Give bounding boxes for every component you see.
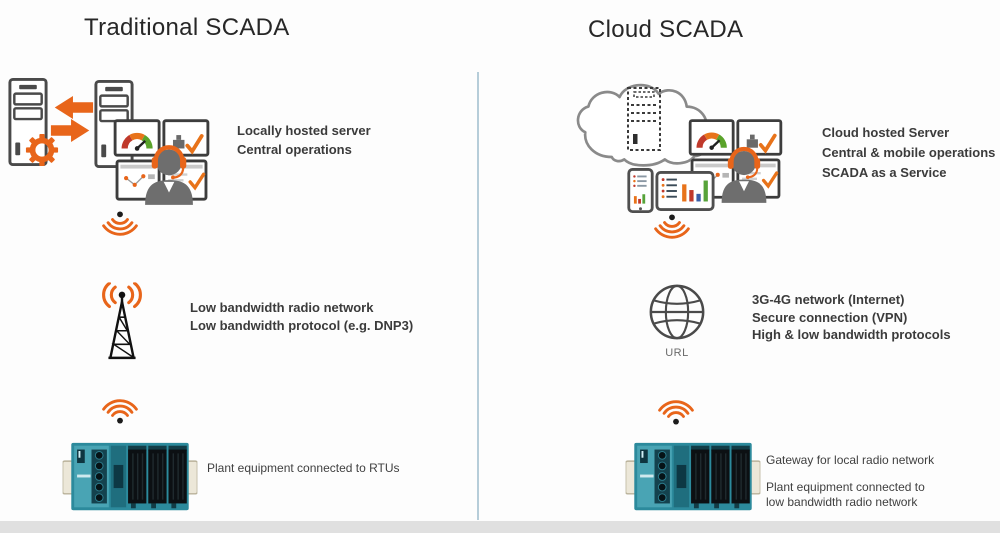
globe-icon bbox=[646, 281, 708, 343]
cloud-server-control-room-icon bbox=[576, 83, 798, 213]
wifi-up-icon bbox=[656, 389, 696, 427]
wifi-up-icon bbox=[100, 388, 140, 426]
column-divider bbox=[477, 72, 479, 520]
caption-line: Gateway for local radio network bbox=[766, 453, 935, 467]
radio-network-caption: Low bandwidth radio network Low bandwidt… bbox=[190, 299, 413, 334]
rtu-device-icon bbox=[625, 438, 761, 515]
caption-line: High & low bandwidth protocols bbox=[752, 327, 951, 342]
bottom-gray-bar bbox=[0, 521, 1000, 533]
sync-arrows-icon bbox=[50, 96, 94, 142]
cloud-server-caption: Cloud hosted Server Central & mobile ope… bbox=[822, 123, 995, 183]
url-label: URL bbox=[665, 347, 689, 359]
caption-line: SCADA as a Service bbox=[822, 165, 947, 180]
caption-line: Locally hosted server bbox=[237, 123, 371, 138]
local-server-caption: Locally hosted server Central operations bbox=[237, 121, 371, 159]
rtu-device-icon bbox=[62, 438, 198, 515]
phone-icon bbox=[627, 168, 654, 213]
traditional-scada-title: Traditional SCADA bbox=[84, 14, 290, 41]
caption-line: low bandwidth radio network bbox=[766, 495, 918, 509]
caption-line: 3G-4G network (Internet) bbox=[752, 292, 905, 307]
plant-equipment-caption: Plant equipment connected to RTUs bbox=[207, 461, 400, 476]
caption-line: Cloud hosted Server bbox=[822, 125, 950, 140]
radio-tower-icon bbox=[91, 282, 153, 364]
cloud-scada-title: Cloud SCADA bbox=[588, 16, 744, 43]
caption-line: Secure connection (VPN) bbox=[752, 309, 908, 325]
wifi-down-icon bbox=[652, 212, 692, 250]
caption-line: Plant equipment connected to RTUs bbox=[207, 461, 400, 475]
tablet-icon bbox=[655, 171, 715, 211]
dashed-server-icon bbox=[627, 87, 661, 151]
caption-line: Central operations bbox=[237, 142, 352, 157]
caption-line: Low bandwidth radio network bbox=[190, 300, 374, 315]
caption-line: Central & mobile operations bbox=[822, 145, 996, 160]
local-server-control-room-icon bbox=[8, 78, 215, 207]
caption-line: Low bandwidth protocol (e.g. DNP3) bbox=[190, 317, 414, 333]
cloud-icon bbox=[576, 83, 711, 167]
caption-line: Plant equipment connected to bbox=[766, 480, 925, 494]
wifi-down-icon bbox=[100, 209, 140, 247]
plant-equipment-caption: Plant equipment connected to low bandwid… bbox=[766, 480, 925, 510]
internet-network-caption: 3G-4G network (Internet) Secure connecti… bbox=[752, 291, 951, 344]
gateway-caption: Gateway for local radio network bbox=[766, 453, 934, 468]
